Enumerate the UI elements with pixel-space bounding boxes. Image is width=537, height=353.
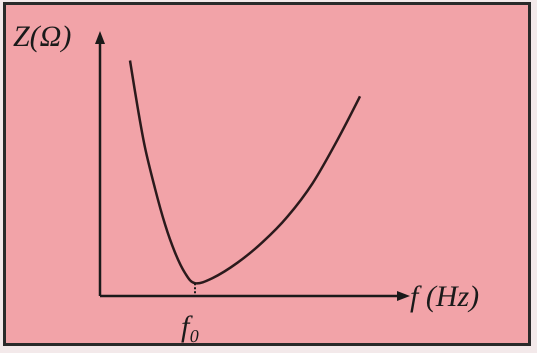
- y-axis-arrow-icon: [95, 31, 105, 44]
- plot-background: [6, 5, 528, 343]
- chart-frame: [3, 2, 531, 346]
- x-axis-label: f (Hz): [410, 280, 479, 313]
- y-axis-label: Z(Ω): [13, 20, 71, 53]
- x-axis-arrow-icon: [397, 291, 410, 301]
- resonance-frequency-label: f₀: [181, 310, 200, 343]
